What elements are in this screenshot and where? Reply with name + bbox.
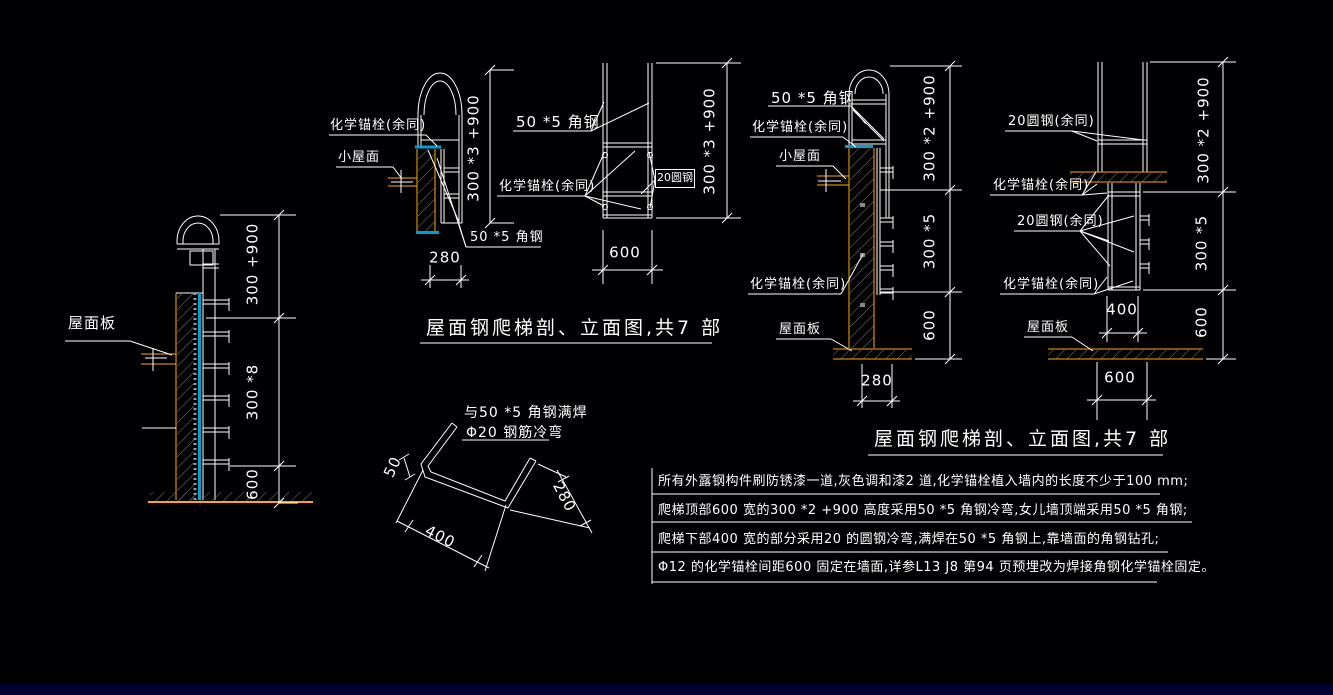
- right-title: 屋面钢爬梯剖、立面图,共7 部: [874, 428, 1172, 450]
- mid-anchor-label: 化学锚栓(余同): [330, 118, 427, 133]
- mid-dim-height: 300 *3 +900: [464, 94, 483, 202]
- right-sec-dim-mid: 300 *5: [920, 212, 939, 270]
- left-dim-mid: 300 *8: [243, 363, 262, 421]
- right-elev-dim-bottom: 600: [1192, 306, 1211, 338]
- mid-elev-angle-label: 50 *5 角钢: [516, 113, 600, 131]
- right-elev-dim-mid: 300 *5: [1192, 214, 1211, 272]
- right-elev-anchor-bottom-label: 化学锚栓(余同): [1003, 277, 1100, 292]
- detail-weld-label: 与50 *5 角钢满焊: [464, 405, 588, 421]
- note-line-3: 爬梯下部400 宽的部分采用20 的圆钢冷弯,满焊在50 *5 角钢上,靠墙面的…: [658, 532, 1160, 547]
- left-dim-bottom: 600: [243, 468, 262, 500]
- right-elev-round-top-label: 20圆钢(余同): [1008, 114, 1095, 129]
- right-sec-roof-panel-label: 屋面板: [779, 322, 822, 337]
- right-sec-dim-280: 280: [861, 371, 893, 390]
- right-elev-round-mid-label: 20圆钢(余同): [1017, 214, 1104, 229]
- right-sec-angle-label: 50 *5 角钢: [771, 89, 855, 107]
- detail-bend-label: Φ20 钢筋冷弯: [466, 425, 564, 441]
- mid-elev-anchor-label: 化学锚栓(余同): [499, 179, 596, 194]
- note-line-2: 爬梯顶部600 宽的300 *2 +900 高度采用50 *5 角钢冷弯,女儿墙…: [658, 503, 1188, 518]
- left-section-lines: [65, 209, 313, 509]
- right-elev-dim-400: 400: [1106, 300, 1138, 319]
- right-sec-anchor-bottom-label: 化学锚栓(余同): [750, 277, 847, 292]
- mid-elev-dim-600: 600: [609, 243, 641, 262]
- mid-small-roof-label: 小屋面: [338, 150, 381, 165]
- mid-elevation-lines: [497, 57, 741, 284]
- bottom-strip: [0, 684, 1333, 695]
- note-line-4: Φ12 的化学锚栓间距600 固定在墙面,详参L13 J8 第94 页预埋改为焊…: [658, 560, 1215, 575]
- mid-section-lines: [329, 64, 712, 344]
- right-elevation-lines: [990, 56, 1236, 420]
- note-line-1: 所有外露钢构件刷防锈漆一道,灰色调和漆2 道,化学锚栓植入墙内的长度不少于100…: [658, 474, 1189, 489]
- right-elev-dim-top: 300 *2 +900: [1194, 76, 1213, 184]
- left-roof-panel-label: 屋面板: [68, 314, 117, 332]
- detail-lines: [395, 422, 593, 572]
- mid-elev-dim-height: 300 *3 +900: [700, 87, 719, 195]
- right-section-lines: [748, 60, 1163, 456]
- right-elev-roof-panel-label: 屋面板: [1027, 320, 1070, 335]
- notes-lines: [651, 468, 1192, 584]
- mid-angle-label: 50 *5 角钢: [470, 230, 544, 245]
- mid-dim-280: 280: [429, 248, 461, 267]
- right-sec-small-roof-label: 小屋面: [779, 149, 822, 164]
- right-elev-dim-600: 600: [1104, 368, 1136, 387]
- right-elev-anchor-top-label: 化学锚栓(余同): [993, 178, 1090, 193]
- right-sec-anchor-top-label: 化学锚栓(余同): [752, 120, 849, 135]
- right-sec-dim-top: 300 *2 +900: [920, 74, 939, 182]
- mid-elev-round-steel-label: 20圆钢: [655, 169, 695, 188]
- right-sec-dim-bottom: 600: [920, 309, 939, 341]
- left-dim-top: 300 +900: [243, 222, 262, 306]
- mid-title: 屋面钢爬梯剖、立面图,共7 部: [426, 317, 724, 339]
